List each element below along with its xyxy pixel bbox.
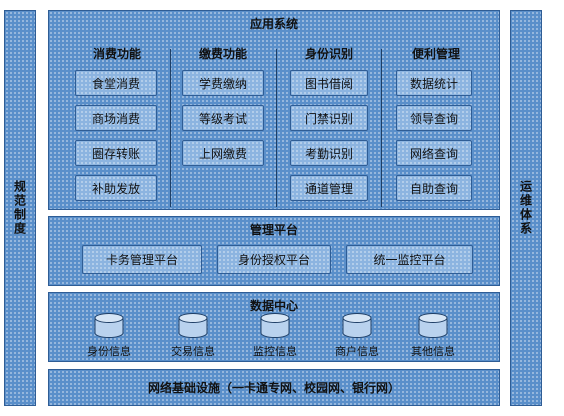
column-title-identity: 身份识别 (304, 47, 353, 61)
column-title-convenience: 便利管理 (411, 47, 460, 61)
data-center-panel: 数据中心 身份信息 交易信息 监控信息 商户信息 其他信息 (48, 292, 500, 362)
database-label-merchant: 商户信息 (335, 345, 379, 358)
data-center-title: 数据中心 (249, 299, 298, 313)
app-item-subsidy[interactable]: 补助发放 (75, 175, 157, 201)
database-icon (418, 313, 448, 338)
database-label-monitoring: 监控信息 (253, 345, 297, 358)
app-item-tuition[interactable]: 学费缴纳 (182, 70, 264, 96)
app-item-access-control[interactable]: 门禁识别 (290, 105, 368, 131)
app-system-title: 应用系统 (249, 17, 298, 31)
column-divider (381, 49, 382, 207)
policy-system-label: 规范制度 (12, 180, 27, 236)
app-item-gate[interactable]: 通道管理 (290, 175, 368, 201)
app-item-transfer[interactable]: 圈存转账 (75, 140, 157, 166)
app-item-statistics[interactable]: 数据统计 (396, 70, 472, 96)
infrastructure-label: 网络基础设施（一卡通专网、校园网、银行网） (147, 381, 400, 395)
database-icon (178, 313, 208, 338)
management-platform-title: 管理平台 (249, 223, 298, 237)
infrastructure-panel: 网络基础设施（一卡通专网、校园网、银行网） (48, 369, 500, 406)
column-divider (170, 49, 171, 207)
app-item-self-query[interactable]: 自助查询 (396, 175, 472, 201)
operations-system-label: 运维体系 (518, 180, 533, 236)
app-item-mall-consumption[interactable]: 商场消费 (75, 105, 157, 131)
database-label-other: 其他信息 (411, 345, 455, 358)
app-system-panel: 应用系统 消费功能 食堂消费 商场消费 圈存转账 补助发放 缴费功能 学费缴纳 … (48, 10, 500, 210)
column-title-consumption: 消费功能 (92, 47, 141, 61)
app-item-internet-fee[interactable]: 上网缴费 (182, 140, 264, 166)
app-item-grade-exam[interactable]: 等级考试 (182, 105, 264, 131)
app-item-canteen-consumption[interactable]: 食堂消费 (75, 70, 157, 96)
column-title-payment: 缴费功能 (198, 47, 247, 61)
app-item-attendance[interactable]: 考勤识别 (290, 140, 368, 166)
identity-authorization-platform[interactable]: 身份授权平台 (217, 245, 331, 274)
unified-monitoring-platform[interactable]: 统一监控平台 (346, 245, 473, 274)
column-divider (276, 49, 277, 207)
database-label-identity: 身份信息 (87, 345, 131, 358)
app-item-leader-query[interactable]: 领导查询 (396, 105, 472, 131)
app-item-network-query[interactable]: 网络查询 (396, 140, 472, 166)
database-icon (94, 313, 124, 338)
policy-system-panel: 规范制度 (4, 10, 36, 406)
database-icon (342, 313, 372, 338)
app-item-library[interactable]: 图书借阅 (290, 70, 368, 96)
database-label-transaction: 交易信息 (171, 345, 215, 358)
database-icon (260, 313, 290, 338)
card-management-platform[interactable]: 卡务管理平台 (82, 245, 202, 274)
management-platform-panel: 管理平台 卡务管理平台 身份授权平台 统一监控平台 (48, 216, 500, 286)
operations-system-panel: 运维体系 (510, 10, 542, 406)
